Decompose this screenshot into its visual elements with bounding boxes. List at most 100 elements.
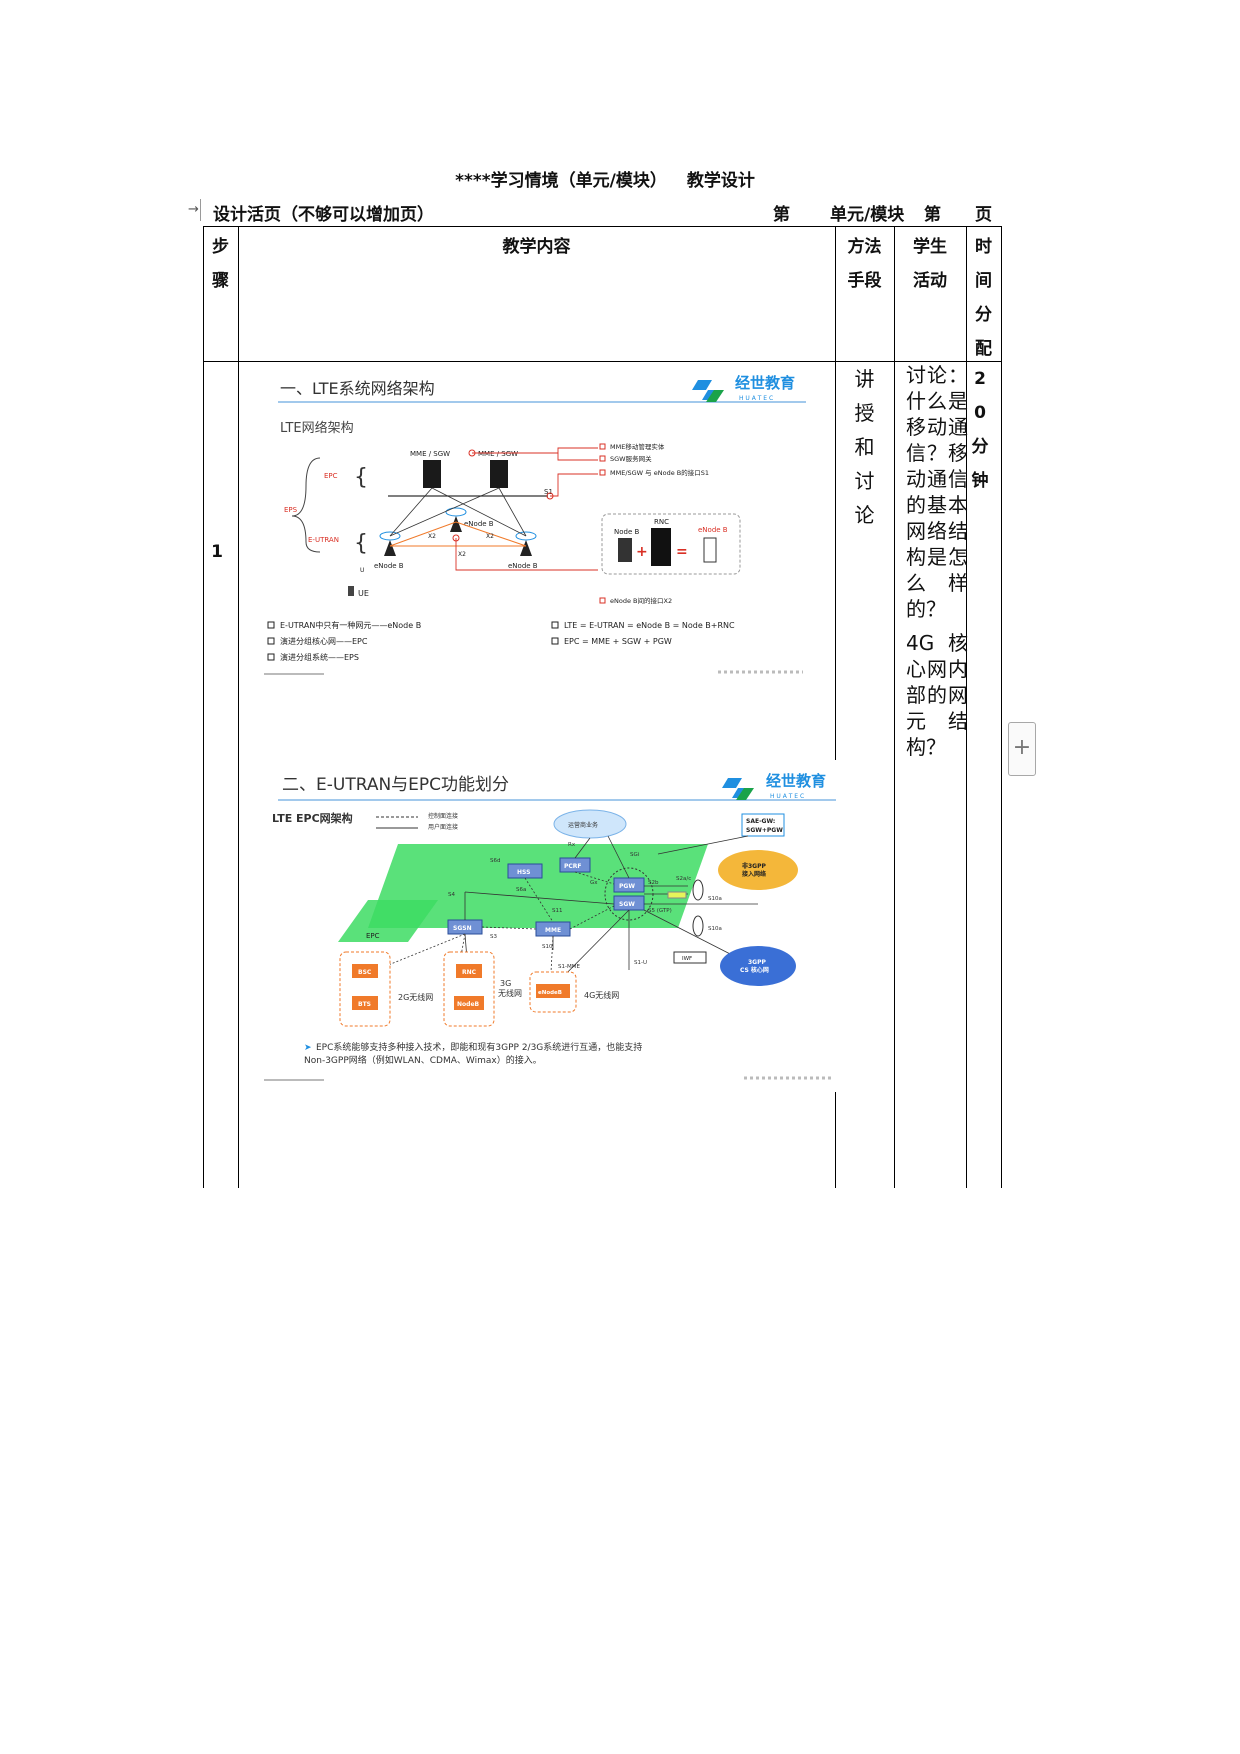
legend-sgw: SGW服务网关 (610, 454, 652, 463)
label-rnc: RNC (462, 969, 477, 976)
label-cs2: CS 核心网 (740, 966, 769, 974)
label-enodeb-top: eNode B (464, 520, 494, 528)
radio-2g-box (339, 951, 391, 1027)
radio-3g-label-1: 3G (500, 979, 511, 988)
slide1-brand-logo-icon (692, 380, 724, 402)
iface-s5: S5 (GTP) (648, 908, 672, 914)
bullet-right-1: LTE = E-UTRAN = eNode B = Node B+RNC (564, 621, 735, 630)
label-enodeb-left: eNode B (374, 562, 404, 570)
label-mme2: MME / SGW (478, 450, 518, 458)
mme-sgw-server-icon (423, 460, 441, 488)
label-pgw: PGW (619, 883, 635, 890)
note-line-1: EPC系统能够支持多种接入技术，即能和现有3GPP 2/3G系统进行互通，也能支… (316, 1041, 642, 1053)
iface-rx: Rx (568, 842, 576, 848)
row1-method-char: 授 (854, 401, 875, 425)
table-col-line-3 (894, 226, 895, 1188)
iface-s10: S10 (542, 944, 553, 950)
label-nodeb: Node B (614, 528, 639, 536)
slide1-brand: 经世教育 (735, 374, 795, 392)
iface-s2a: S2a/c (676, 876, 691, 882)
iface-s2b: S2b (648, 880, 659, 886)
label-bsc: BSC (358, 969, 372, 976)
label-s1: S1 (544, 488, 553, 496)
legend-x2: eNode B间的接口X2 (610, 596, 672, 605)
label-cs: 3GPP (748, 959, 766, 966)
row1-method-char: 和 (854, 435, 875, 459)
bsc-node (352, 964, 378, 978)
row1-student-p2: 4G核心网内部的网元结构？ (906, 631, 968, 759)
table-col-line-5 (1001, 226, 1002, 1188)
margin-arrow-icon: → (188, 199, 201, 221)
label-nodeb: NodeB (457, 1001, 480, 1008)
label-enodeb-right: eNode B (508, 562, 538, 570)
label-x2a: X2 (428, 533, 436, 540)
label-sae: SAE-GW: (746, 818, 775, 825)
header-method-line: 手段 (847, 271, 882, 291)
row1-time-char: 2 (974, 369, 986, 389)
table-col-line-1 (238, 226, 239, 1188)
label-x2c: X2 (458, 551, 466, 558)
label-sgsn: SGSN (453, 925, 472, 932)
label-u: U (360, 567, 364, 574)
header-method-line: 方法 (847, 237, 882, 257)
label-eutran: E-UTRAN (308, 536, 339, 544)
header-di-page: 第 (924, 205, 941, 225)
radio-3g-box (443, 951, 495, 1027)
slide2-title: 二、E-UTRAN与EPC功能划分 (282, 775, 509, 795)
row1-step: 1 (211, 542, 223, 562)
enodeb-tower-icon (379, 531, 401, 556)
eps-brace (291, 457, 321, 553)
rnc-icon (651, 528, 671, 566)
plus-sign: + (636, 544, 648, 560)
nodeb-icon (618, 538, 632, 562)
ue-phone-icon (348, 586, 354, 596)
iwf-box (673, 951, 707, 964)
legend-mme: MME移动管理实体 (610, 442, 665, 451)
iface-s6d: S6d (490, 858, 500, 864)
label-epc: EPC (366, 932, 380, 940)
enodeb-tower-icon (445, 507, 467, 532)
label-x2b: X2 (486, 533, 494, 540)
header-step: 步 骤 (203, 230, 238, 298)
radio-2g-label: 2G无线网 (398, 992, 433, 1002)
eutran-brace: { (354, 531, 368, 556)
iface-sgi: SGi (630, 852, 640, 858)
non-3gpp-network (718, 850, 798, 890)
iface-s4: S4 (448, 892, 455, 898)
label-eps: EPS (284, 506, 298, 514)
header-time-char: 间 (975, 271, 992, 291)
document-title: ****学习情境（单元/模块） 教学设计 (0, 166, 1210, 191)
bullet-left-2: 演进分组核心网——EPC (280, 636, 368, 646)
slide1-brand-sub: H U A T E C (739, 395, 773, 402)
label-epc: EPC (324, 472, 338, 480)
label-rnc: RNC (654, 518, 669, 526)
3gpp-cs-core (720, 946, 796, 986)
header-step-char: 骤 (212, 271, 229, 291)
add-page-button[interactable]: + (1008, 722, 1036, 776)
iface-s10a: S10a (708, 896, 722, 902)
label-hss: HSS (517, 869, 530, 876)
label-cloud: 运营商业务 (568, 821, 598, 829)
note-line-2: Non-3GPP网络（例如WLAN、CDMA、Wimax）的接入。 (304, 1054, 542, 1066)
header-di-unit: 第 (773, 205, 790, 225)
title-part2: 教学设计 (686, 171, 755, 191)
label-non3gpp2: 接入网络 (741, 870, 766, 878)
label-non3gpp: 非3GPP (742, 862, 766, 870)
label-bts: BTS (358, 1001, 371, 1008)
slide1-subtitle: LTE网络架构 (280, 420, 354, 436)
title-part1: ****学习情境（单元/模块） (455, 171, 667, 191)
note-arrow-icon: ➤ (304, 1043, 312, 1053)
equals-sign: = (676, 544, 688, 560)
slide2-brand-logo-icon (722, 778, 754, 800)
iface-s3: S3 (490, 934, 497, 940)
header-unit-label: 单元/模块 (830, 205, 905, 225)
slide-lte-architecture: 一、LTE系统网络架构 经世教育 H U A T E C LTE网络架构 EPC… (258, 366, 818, 682)
label-ue: UE (358, 589, 369, 598)
row1-student-p1: 讨论：什么是移动通信？移动通信的基本网络结构是怎么样的？ (906, 363, 968, 621)
header-student: 学生 活动 (894, 230, 966, 298)
bullet-left-3: 演进分组系统——EPS (280, 652, 359, 662)
radio-4g-label: 4G无线网 (584, 990, 619, 1000)
row1-method-char: 论 (854, 503, 875, 527)
header-page-label: 页 (975, 205, 992, 225)
enodeb-tower-icon (515, 531, 537, 556)
